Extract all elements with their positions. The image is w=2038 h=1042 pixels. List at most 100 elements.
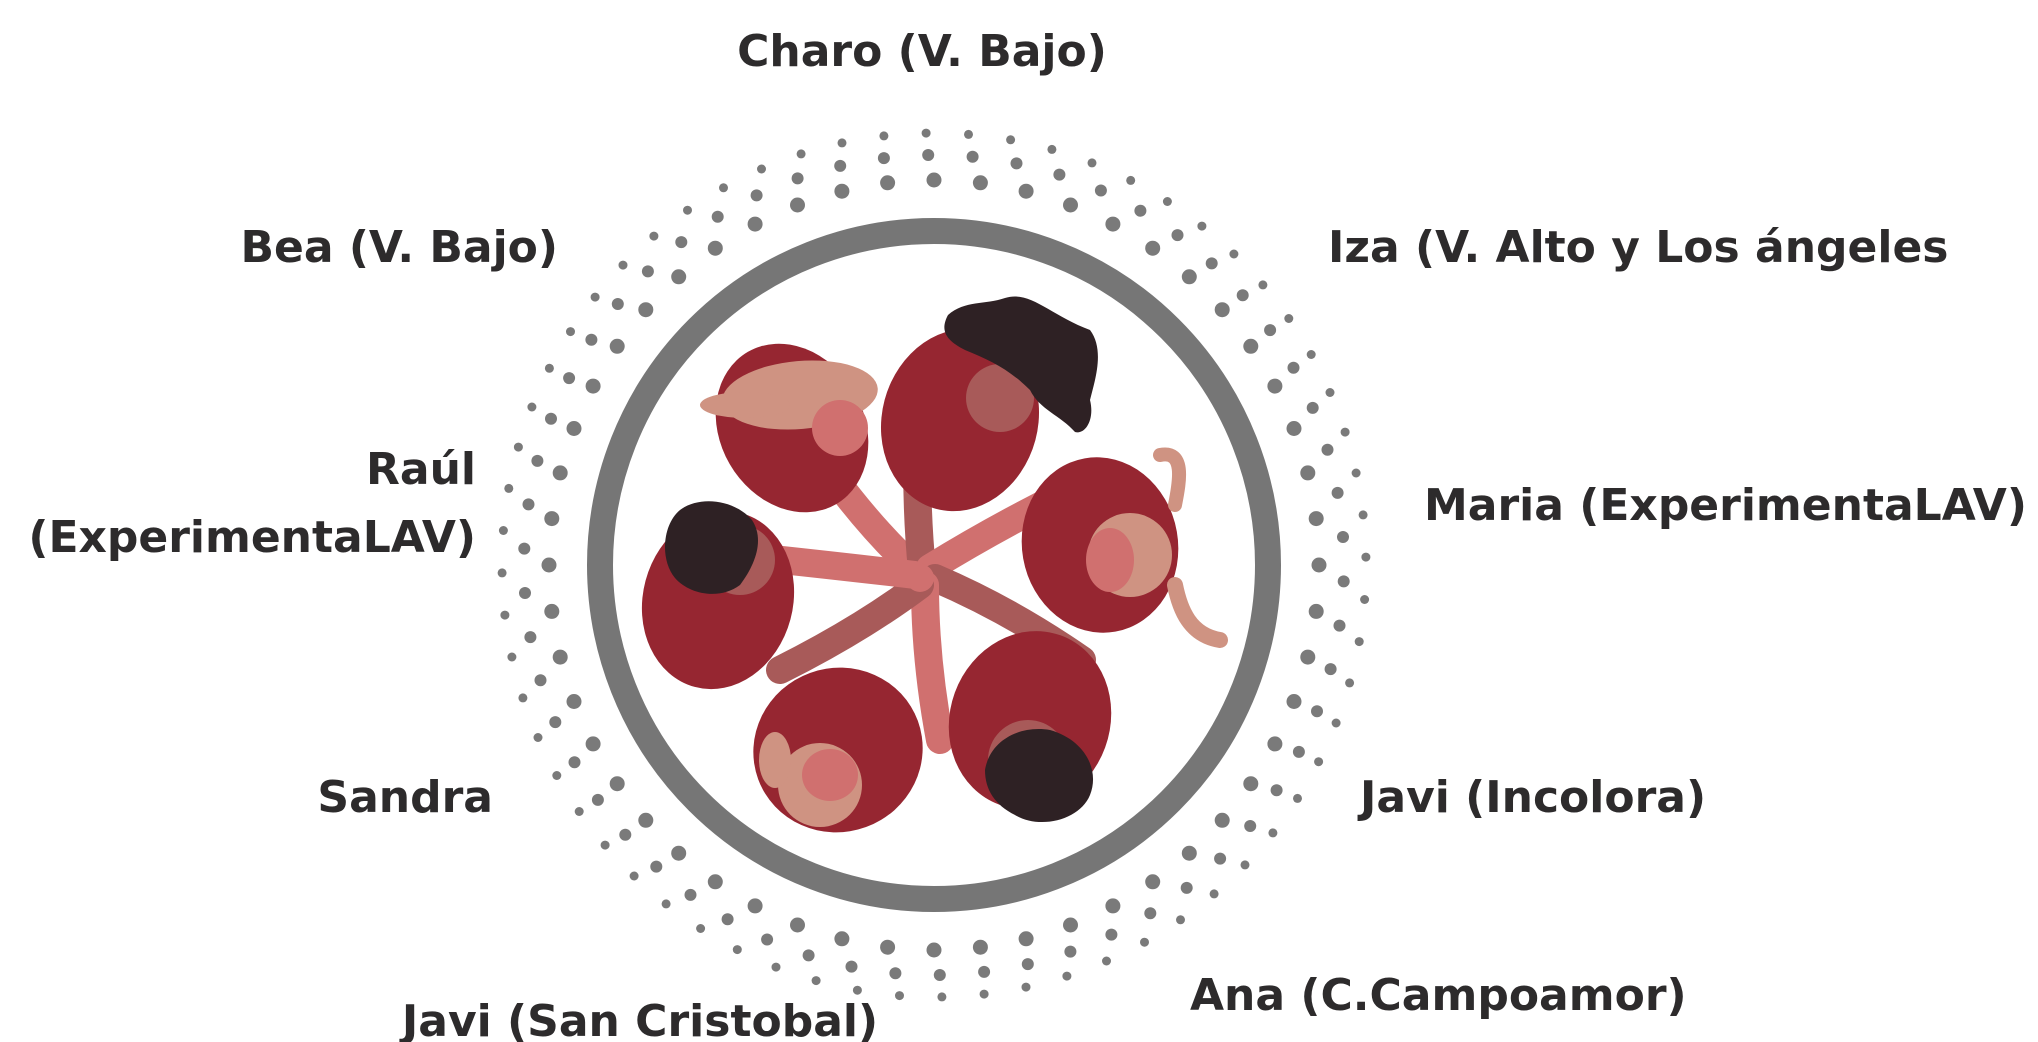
halo-dot xyxy=(531,454,544,467)
halo-dot xyxy=(1181,269,1197,285)
halo-dot xyxy=(609,338,625,354)
halo-dot xyxy=(879,131,889,141)
halo-dot xyxy=(1321,443,1334,456)
halo-dot xyxy=(1345,678,1355,688)
person-bottom-right xyxy=(948,631,1112,823)
halo-dot xyxy=(747,898,763,914)
halo-dot xyxy=(1337,531,1349,543)
team-hands-circle-illustration xyxy=(641,296,1228,833)
halo-dot xyxy=(649,231,659,241)
halo-dot xyxy=(719,183,728,193)
participant-label: Javi (San Cristobal) xyxy=(399,996,878,1042)
halo-dot xyxy=(1006,135,1016,145)
participant-label: Iza (V. Alto y Los ángeles xyxy=(1328,222,1948,273)
halo-dot xyxy=(1360,595,1370,604)
halo-dot xyxy=(522,498,535,511)
halo-dot xyxy=(732,945,742,955)
halo-dot xyxy=(880,175,896,191)
halo-dot xyxy=(1244,820,1257,832)
halo-dot xyxy=(1358,510,1368,520)
halo-dot xyxy=(1325,388,1335,397)
halo-dot xyxy=(1337,575,1350,588)
halo-dot xyxy=(1126,175,1136,185)
halo-dot xyxy=(641,265,654,278)
participant-label: Sandra xyxy=(317,772,493,823)
halo-dot xyxy=(585,378,601,394)
halo-dot xyxy=(1267,736,1283,752)
halo-dot xyxy=(1236,289,1249,302)
halo-dot xyxy=(1311,557,1327,573)
halo-dot xyxy=(852,985,862,995)
halo-dot xyxy=(933,969,946,981)
halo-dot xyxy=(1287,361,1300,374)
halo-dot xyxy=(1268,828,1278,838)
halo-dot xyxy=(671,269,687,285)
halo-dot xyxy=(519,587,531,599)
halo-dot xyxy=(566,694,582,709)
halo-dot xyxy=(1314,757,1324,767)
halo-dot xyxy=(619,828,632,841)
halo-dot xyxy=(1064,945,1077,958)
halo-dot xyxy=(534,674,547,687)
halo-dot xyxy=(552,465,568,481)
halo-dot xyxy=(964,129,973,139)
halo-dot xyxy=(1105,898,1121,914)
halo-dot xyxy=(1214,852,1227,865)
halo-dot xyxy=(1087,158,1097,168)
halo-dot xyxy=(1134,204,1147,217)
halo-dot xyxy=(650,860,663,873)
halo-dot xyxy=(922,149,935,161)
halo-dot xyxy=(1105,216,1121,232)
halo-dot xyxy=(609,776,625,792)
halo-dot xyxy=(1240,860,1250,870)
halo-dot xyxy=(1180,881,1193,894)
dotted-halo xyxy=(497,128,1371,1002)
halo-dot xyxy=(834,183,850,199)
halo-dot xyxy=(1209,889,1219,899)
halo-dot xyxy=(1267,378,1283,394)
halo-dot xyxy=(1144,907,1157,920)
halo-dot xyxy=(671,845,687,861)
halo-dot xyxy=(585,333,598,346)
halo-dot xyxy=(926,172,942,188)
halo-dot xyxy=(926,942,942,958)
halo-dot xyxy=(541,557,557,573)
halo-dot xyxy=(544,603,560,619)
halo-dot xyxy=(757,164,766,174)
halo-dot xyxy=(533,733,543,742)
halo-dot xyxy=(552,771,562,780)
halo-dot xyxy=(1094,184,1107,197)
halo-dot xyxy=(544,511,560,527)
halo-dot xyxy=(1300,465,1316,481)
halo-dot xyxy=(618,260,628,270)
halo-dot xyxy=(1361,552,1371,562)
halo-dot xyxy=(524,631,537,644)
halo-dot xyxy=(1286,694,1302,709)
halo-dot xyxy=(1258,280,1268,290)
halo-dot xyxy=(600,840,610,850)
halo-dot xyxy=(1229,249,1239,259)
halo-dot xyxy=(684,888,697,901)
halo-dot xyxy=(721,913,734,926)
halo-dot xyxy=(1331,486,1344,499)
halo-dot xyxy=(683,205,692,215)
person-top-left xyxy=(700,343,878,513)
halo-dot xyxy=(979,989,989,999)
halo-dot xyxy=(1063,197,1078,213)
halo-dot xyxy=(1331,718,1341,728)
arm xyxy=(766,571,934,684)
halo-dot xyxy=(527,402,537,412)
halo-dot xyxy=(889,967,902,980)
halo-dot xyxy=(638,302,654,318)
halo-dot xyxy=(504,483,514,493)
halo-dot xyxy=(921,128,931,138)
halo-dot xyxy=(1162,197,1172,206)
halo-dot xyxy=(545,412,557,425)
halo-dot xyxy=(500,610,510,620)
halo-dot xyxy=(497,568,507,578)
halo-dot xyxy=(507,652,517,662)
halo-dot xyxy=(611,298,624,310)
halo-dot xyxy=(1105,928,1118,941)
halo-dot xyxy=(1145,240,1161,256)
halo-dot xyxy=(590,292,600,302)
